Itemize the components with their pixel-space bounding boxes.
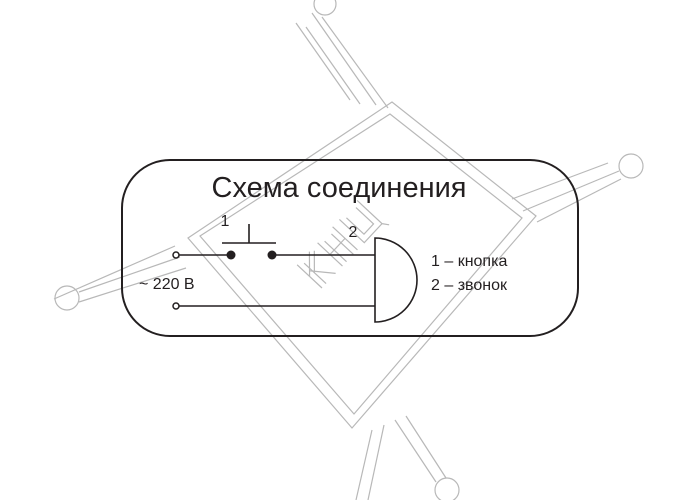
push-button-symbol [222,224,276,244]
terminal-top [172,251,180,259]
switch-contact-left [226,250,236,260]
legend: 1 – кнопка 2 – звонок [431,253,508,294]
legend-item-switch: 1 – кнопка [431,253,507,270]
circuit-wiring [172,224,418,323]
supply-voltage-label: ~ 220 В [139,276,195,293]
switch-marker: 1 [221,213,230,230]
diagram-title: Схема соединения [212,172,467,204]
bell-marker: 2 [349,224,358,241]
watermark-logo [53,0,644,500]
diagram-frame [121,159,579,337]
bell-symbol [374,237,418,323]
legend-item-bell: 2 – звонок [431,277,508,294]
terminal-bottom [172,302,180,310]
